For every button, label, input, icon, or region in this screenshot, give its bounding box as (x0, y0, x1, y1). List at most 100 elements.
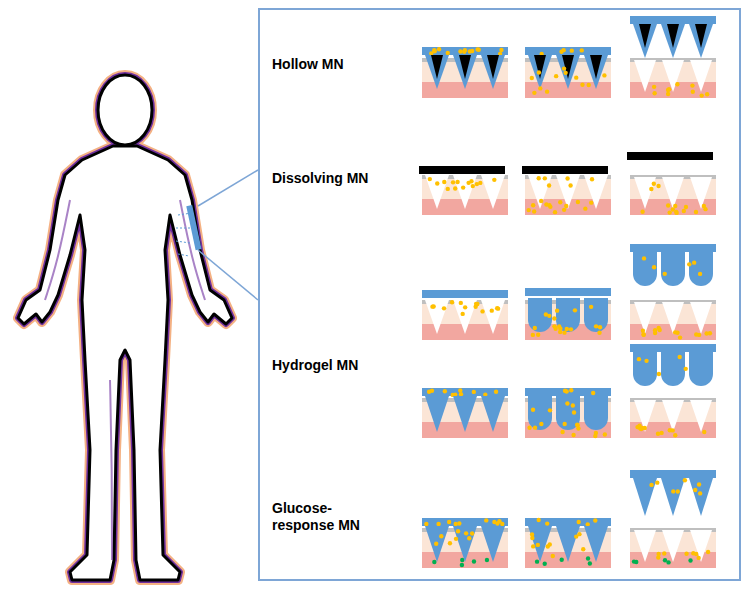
drug-particle (439, 534, 443, 538)
skin-hole (634, 530, 656, 562)
drug-particle (470, 531, 474, 535)
drug-particle (530, 76, 534, 80)
drug-particle (692, 260, 696, 264)
needle (584, 55, 608, 89)
drug-particle (460, 558, 464, 562)
swollen-needle (633, 350, 657, 386)
drug-particle (666, 203, 670, 207)
drug-particle (688, 558, 692, 562)
skin-hole (662, 302, 684, 334)
drug-particle (642, 256, 646, 260)
drug-particle (571, 433, 575, 437)
drug-particle (494, 390, 498, 394)
drug-particle (454, 537, 458, 541)
needle-bore (695, 24, 707, 48)
drug-particle (467, 536, 471, 540)
needle-mark (178, 213, 192, 215)
drug-particle (477, 48, 481, 52)
skin-hole (690, 400, 712, 432)
dissolving-needle (481, 175, 505, 209)
drug-particle (581, 547, 585, 551)
drug-particle (442, 180, 446, 184)
patch-backing (422, 518, 508, 526)
skin-hole (662, 530, 684, 562)
drug-particle (667, 87, 671, 91)
hydrogel-needle (425, 300, 449, 334)
needle-bore (562, 55, 574, 79)
drug-particle (463, 48, 467, 52)
drug-particle (536, 333, 540, 337)
drug-particle (472, 559, 476, 563)
needle-bore (534, 55, 546, 79)
drug-particle (691, 89, 695, 93)
drug-particle (539, 199, 543, 203)
drug-particle (443, 389, 447, 393)
drug-particle (637, 357, 641, 361)
drug-particle (469, 179, 473, 183)
drug-particle (537, 176, 541, 180)
drug-particle (702, 204, 706, 208)
skin-hole (634, 302, 656, 334)
drug-particle (603, 432, 607, 436)
patch-backing (525, 388, 611, 396)
body-outline (18, 146, 232, 580)
patch-backing (525, 518, 611, 526)
drug-particle (697, 333, 701, 337)
drug-particle (553, 327, 557, 331)
drug-particle (453, 186, 457, 190)
needle (556, 55, 580, 89)
drug-particle (475, 182, 479, 186)
drug-particle (536, 543, 540, 547)
drug-particle (698, 491, 702, 495)
drug-particle (427, 390, 431, 394)
drug-particle (458, 49, 462, 53)
drug-particle (574, 534, 578, 538)
drug-particle (580, 48, 584, 52)
drug-particle (539, 422, 543, 426)
drug-particle (657, 372, 661, 376)
patch-backing (522, 166, 608, 174)
head-outline (98, 75, 152, 145)
drug-particle (705, 92, 709, 96)
drug-particle (580, 83, 584, 87)
drug-particle (538, 86, 542, 90)
skin-hole (690, 302, 712, 334)
needle-bore (667, 24, 679, 48)
swollen-needle (556, 298, 580, 332)
drug-particle (593, 518, 597, 522)
drug-particle (446, 51, 450, 55)
drug-particle (460, 563, 464, 567)
drug-particle (484, 518, 488, 522)
drug-particle (463, 305, 467, 309)
skin-hole (662, 60, 684, 92)
limb-shade (110, 380, 112, 560)
drug-particle (652, 181, 656, 185)
row-label: Hydrogel MN (272, 357, 412, 374)
skin-hole (634, 60, 656, 92)
drug-particle (451, 180, 455, 184)
drug-particle (562, 422, 566, 426)
patch-backing (525, 288, 611, 296)
drug-particle (653, 331, 657, 335)
drug-particle (683, 478, 687, 482)
drug-particle (674, 211, 678, 215)
drug-particle (662, 551, 666, 555)
drug-particle (448, 541, 452, 545)
skin-layers (422, 300, 508, 340)
drug-particle (458, 388, 462, 392)
drug-particle (570, 48, 574, 52)
drug-particle (699, 93, 703, 97)
drug-particle (499, 48, 503, 52)
skin-hole (690, 60, 712, 92)
drug-particle (450, 300, 454, 304)
drug-particle (557, 324, 561, 328)
drug-particle (652, 85, 656, 89)
microneedle-illustrations (419, 16, 716, 568)
drug-particle (576, 426, 580, 430)
drug-particle (543, 176, 547, 180)
drug-particle (676, 489, 680, 493)
patch-backing (627, 152, 713, 160)
drug-particle (684, 367, 688, 371)
